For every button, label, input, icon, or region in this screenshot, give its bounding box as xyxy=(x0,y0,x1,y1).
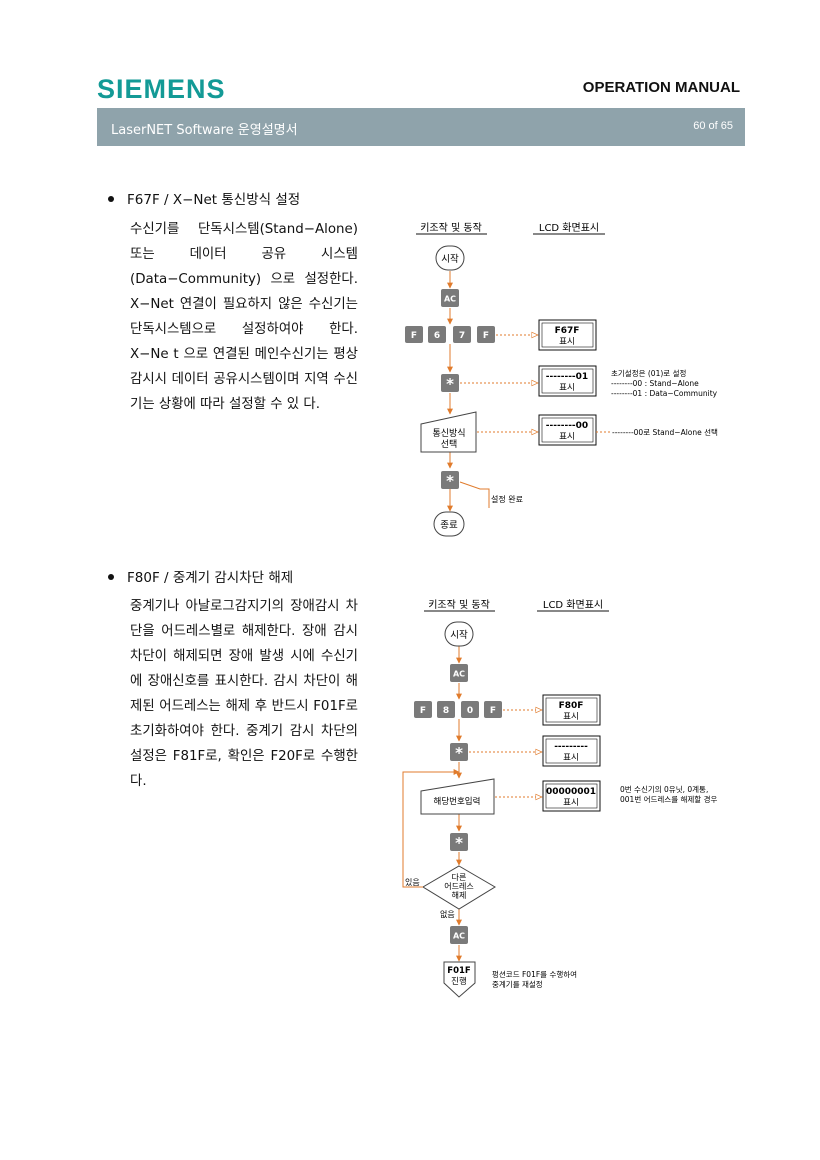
no-label: 없음 xyxy=(440,910,455,919)
key-0 xyxy=(461,701,479,718)
select-input xyxy=(420,411,477,453)
key-8 xyxy=(437,701,455,718)
lcd-display-2 xyxy=(542,735,601,767)
lcd-display-3 xyxy=(542,780,601,812)
ac-key xyxy=(441,289,459,307)
document-subtitle: LaserNET Software 운영설명서 xyxy=(111,123,298,138)
svg-text:시작: 시작 xyxy=(441,254,459,265)
manual-title: OPERATION MANUAL xyxy=(582,79,740,96)
svg-text:F80F: F80F xyxy=(559,701,584,711)
svg-text:*: * xyxy=(446,472,454,490)
section2-body: 중계기나 아날로그감지기의 장애감시 차단을 어드레스별로 해제한다. 장애 감… xyxy=(130,599,358,789)
svg-text:AC: AC xyxy=(453,932,465,941)
svg-text:*: * xyxy=(446,375,454,393)
done-label: 설정 완료 xyxy=(491,494,523,504)
column-key-label: 키조작 및 동작 xyxy=(428,599,490,611)
svg-text:--------01: --------01 xyxy=(546,372,588,382)
svg-text:표시: 표시 xyxy=(563,712,579,722)
star-key xyxy=(441,471,459,489)
svg-text:0: 0 xyxy=(467,706,473,716)
column-key-label: 키조작 및 동작 xyxy=(420,222,482,234)
svg-text:어드레스: 어드레스 xyxy=(444,881,473,891)
ac-key xyxy=(450,926,468,944)
note-address-2: 001번 어드레스를 해제할 경우 xyxy=(620,794,717,804)
svg-text:F: F xyxy=(411,331,417,341)
flowchart-f80f: 키조작 및 동작 LCD 화면표시 시작 AC F 8 0 F xyxy=(402,599,717,998)
key-f xyxy=(405,326,423,343)
svg-text:7: 7 xyxy=(459,331,465,341)
svg-text:진행: 진행 xyxy=(451,976,467,987)
svg-text:표시: 표시 xyxy=(559,337,575,347)
bullet-icon xyxy=(108,196,114,202)
key-f xyxy=(414,701,432,718)
lcd-display-2 xyxy=(538,365,597,397)
svg-text:*: * xyxy=(455,744,463,762)
start-terminal xyxy=(435,245,465,271)
key-7 xyxy=(453,326,471,343)
address-input xyxy=(420,778,495,815)
svg-text:선택: 선택 xyxy=(441,439,458,450)
section1-body: 수신기를 단독시스템(Stand−Alone) 또는 데이터 공유 시스템 (D… xyxy=(130,222,358,412)
note-data-community: --------01 : Data−Community xyxy=(611,389,718,398)
svg-text:F: F xyxy=(420,706,426,716)
svg-text:F: F xyxy=(490,706,496,716)
note-exec-1: 펑션코드 F01F를 수행하여 xyxy=(492,969,577,979)
column-lcd-label: LCD 화면표시 xyxy=(543,599,603,611)
svg-text:AC: AC xyxy=(444,295,456,304)
star-key xyxy=(441,374,459,392)
svg-text:F01F: F01F xyxy=(447,966,471,976)
key-sequence: F 8 0 F xyxy=(414,701,502,718)
lcd-display-1 xyxy=(542,694,601,726)
note-exec-2: 중계기를 재설정 xyxy=(492,979,543,989)
svg-text:통신방식: 통신방식 xyxy=(432,428,465,439)
svg-text:--------00: --------00 xyxy=(546,421,588,431)
bullet-icon xyxy=(108,574,114,580)
siemens-logo: SIEMENS xyxy=(97,74,226,104)
start-terminal xyxy=(444,621,474,647)
svg-text:해제: 해제 xyxy=(452,890,467,900)
svg-text:*: * xyxy=(455,834,463,852)
svg-text:표시: 표시 xyxy=(559,383,575,393)
column-lcd-label: LCD 화면표시 xyxy=(539,222,599,234)
key-f xyxy=(477,326,495,343)
decision-other-address xyxy=(422,865,496,910)
note-stand-alone-select: --------00로 Stand−Alone 선택 xyxy=(612,427,718,437)
section2-heading: F80F / 중계기 감시차단 해제 xyxy=(108,566,293,586)
star-key xyxy=(450,743,468,761)
svg-text:표시: 표시 xyxy=(563,753,579,763)
svg-text:00000001: 00000001 xyxy=(546,787,596,797)
svg-text:표시: 표시 xyxy=(563,798,579,808)
flowchart-f67f: 키조작 및 동작 LCD 화면표시 시작 AC F 6 7 F xyxy=(405,222,718,537)
svg-text:F: F xyxy=(483,331,489,341)
svg-text:시작: 시작 xyxy=(450,630,468,641)
key-6 xyxy=(428,326,446,343)
section1-heading: F67F / X−Net 통신방식 설정 xyxy=(108,188,300,208)
yes-label: 있음 xyxy=(405,877,420,887)
f01f-process xyxy=(443,961,476,998)
ac-key xyxy=(450,664,468,682)
svg-text:종료: 종료 xyxy=(440,520,458,531)
star-key xyxy=(450,833,468,851)
end-terminal xyxy=(433,511,465,537)
svg-text:다른: 다른 xyxy=(452,873,467,882)
svg-text:8: 8 xyxy=(443,706,449,716)
svg-text:AC: AC xyxy=(453,670,465,679)
key-f xyxy=(484,701,502,718)
note-address-1: 0번 수신기의 0유닛, 0계통, xyxy=(620,784,708,794)
note-stand-alone: --------00 : Stand−Alone xyxy=(611,379,699,388)
svg-text:표시: 표시 xyxy=(559,432,575,442)
svg-text:F67F: F67F xyxy=(555,326,580,336)
page-number: 60 of 65 xyxy=(693,120,733,132)
svg-text:6: 6 xyxy=(434,331,440,341)
key-sequence: F 6 7 F xyxy=(405,326,495,343)
svg-text:해당번호입력: 해당번호입력 xyxy=(434,796,481,807)
note-initial-setting: 초기설정은 (01)로 설정 xyxy=(611,368,686,378)
lcd-display-3 xyxy=(538,414,597,446)
header-bar: LaserNET Software 운영설명서 60 of 65 xyxy=(97,108,745,146)
svg-text:---------: --------- xyxy=(554,742,588,752)
lcd-display-1 xyxy=(538,319,597,351)
